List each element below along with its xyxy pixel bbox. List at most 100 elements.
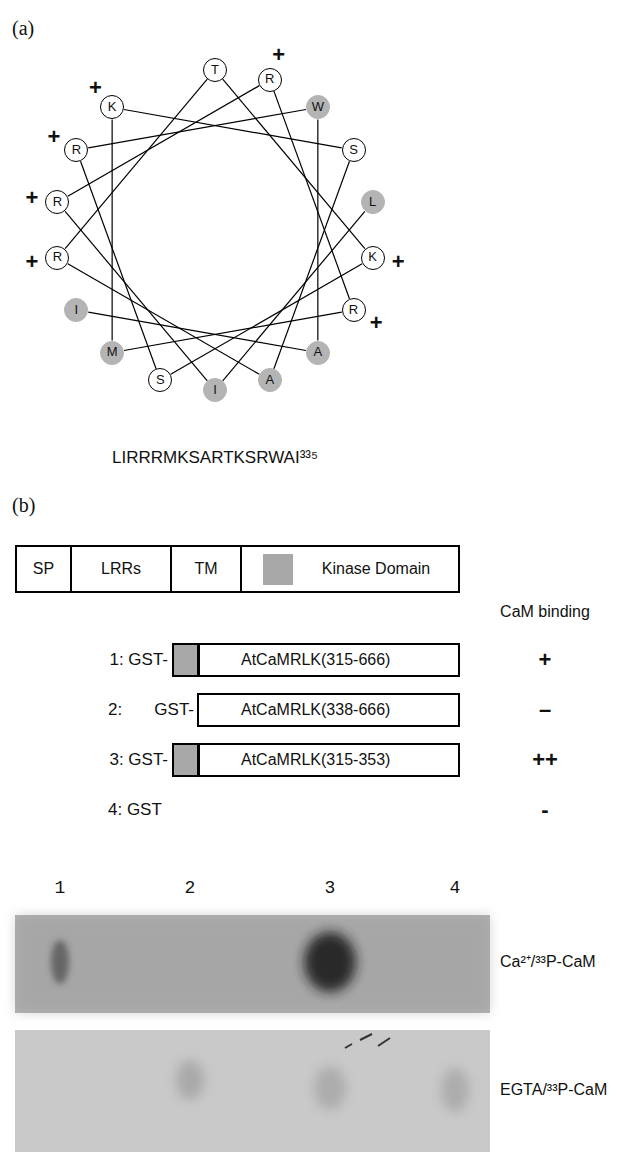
residue-circle: L	[361, 190, 385, 214]
construct-label: GST-	[154, 700, 194, 720]
cam-binding-region	[263, 554, 293, 585]
cam-binding-region	[173, 644, 199, 676]
helix-wheel-line	[112, 119, 113, 340]
residue-letter: L	[369, 195, 376, 210]
autoradiograph	[15, 915, 490, 1013]
residue-letter: S	[156, 373, 165, 388]
band	[176, 1060, 204, 1100]
construct-label: 1: GST-	[109, 650, 168, 670]
helix-wheel-line	[317, 119, 318, 340]
peptide-sequence: LIRRRMKSARTKSRWAI³³⁵	[112, 448, 318, 468]
panel-label: (a)	[12, 17, 34, 40]
residue-letter: R	[72, 143, 81, 158]
residue-circle: R	[258, 68, 282, 92]
helix-wheel-line	[223, 79, 365, 248]
residue-circle: T	[203, 58, 227, 82]
kinase-domain-box: Kinase Domain	[240, 545, 460, 593]
domain-box: SP	[15, 545, 72, 593]
residue-letter: T	[211, 63, 219, 78]
lane-number: 4	[450, 878, 461, 899]
cam-binding-region	[173, 744, 199, 776]
binding-score: –	[539, 697, 551, 722]
residue-letter: I	[213, 383, 217, 398]
helix-wheel-line	[81, 161, 157, 369]
residue-circle: R	[45, 246, 69, 270]
domain-box: LRRs	[70, 545, 172, 593]
domain-name: Kinase Domain	[322, 560, 431, 578]
residue-circle: K	[100, 95, 124, 119]
residue-letter: R	[265, 72, 274, 87]
domain-name: AtCaMRLK(315-353)	[241, 751, 390, 769]
residue-letter: A	[265, 373, 274, 388]
domain-name: AtCaMRLK(315-666)	[241, 651, 390, 669]
domain-name: SP	[33, 560, 54, 578]
residue-letter: K	[108, 100, 117, 115]
construct-label: 4: GST	[108, 800, 162, 820]
residue-letter: M	[107, 345, 118, 360]
helix-wheel-line	[68, 264, 260, 375]
construct-box: AtCaMRLK(315-353)	[197, 743, 460, 777]
charge-sign: +	[47, 124, 60, 149]
residue-letter: W	[312, 100, 324, 115]
helix-wheel-line	[274, 161, 350, 369]
residue-circle: R	[64, 138, 88, 162]
residue-circle: R	[45, 190, 69, 214]
residue-circle: I	[203, 378, 227, 402]
autoradiograph	[15, 1030, 490, 1152]
lane-number: 2	[185, 878, 196, 899]
charge-sign: +	[392, 250, 405, 275]
residue-letter: R	[53, 250, 62, 265]
residue-circle: A	[306, 341, 330, 365]
lane-number: 1	[55, 878, 66, 899]
band	[314, 1066, 346, 1110]
column-heading: CaM binding	[500, 603, 590, 621]
construct-box: AtCaMRLK(315-666)	[197, 643, 460, 677]
helix-wheel-line	[68, 86, 260, 197]
probe-condition: Ca²⁺/³³P-CaM	[500, 953, 596, 971]
band	[51, 940, 69, 984]
binding-score: -	[541, 797, 548, 822]
residue-letter: K	[368, 250, 377, 265]
probe-condition: EGTA/³³P-CaM	[500, 1081, 607, 1099]
helix-wheel-line	[65, 211, 207, 380]
binding-score: +	[539, 647, 552, 672]
residue-circle: I	[64, 298, 88, 322]
helix-wheel-line	[274, 91, 350, 299]
domain-name: LRRs	[101, 560, 141, 578]
residue-circle: S	[148, 368, 172, 392]
residue-circle: K	[361, 246, 385, 270]
residue-circle: R	[342, 298, 366, 322]
residue-circle: M	[100, 341, 124, 365]
residue-letter: R	[53, 195, 62, 210]
charge-sign: +	[272, 43, 285, 68]
helix-wheel-line	[65, 79, 207, 248]
band	[304, 932, 356, 992]
domain-box: TM	[170, 545, 242, 593]
panel-label: (b)	[12, 494, 35, 517]
construct-label: 2:	[108, 700, 122, 720]
charge-sign: +	[25, 185, 38, 210]
gel-speck	[345, 1034, 390, 1048]
residue-letter: S	[349, 143, 358, 158]
residue-circle: A	[258, 368, 282, 392]
helix-wheel-line	[223, 211, 365, 380]
residue-circle: W	[306, 95, 330, 119]
charge-sign: +	[370, 310, 383, 335]
helix-wheel-line	[171, 264, 363, 375]
domain-name: TM	[194, 560, 217, 578]
charge-sign: +	[25, 250, 38, 275]
autoradiograph-shade	[15, 915, 490, 1013]
domain-name: AtCaMRLK(338-666)	[241, 701, 390, 719]
construct-label: 3: GST-	[109, 750, 168, 770]
construct-box: AtCaMRLK(338-666)	[197, 693, 460, 727]
binding-score: ++	[532, 747, 558, 772]
band	[441, 1068, 469, 1112]
charge-sign: +	[89, 75, 102, 100]
helix-wheel-line	[88, 110, 306, 148]
lane-number: 3	[325, 878, 336, 899]
residue-letter: I	[75, 303, 79, 318]
residue-letter: A	[314, 345, 323, 360]
residue-letter: R	[349, 303, 358, 318]
